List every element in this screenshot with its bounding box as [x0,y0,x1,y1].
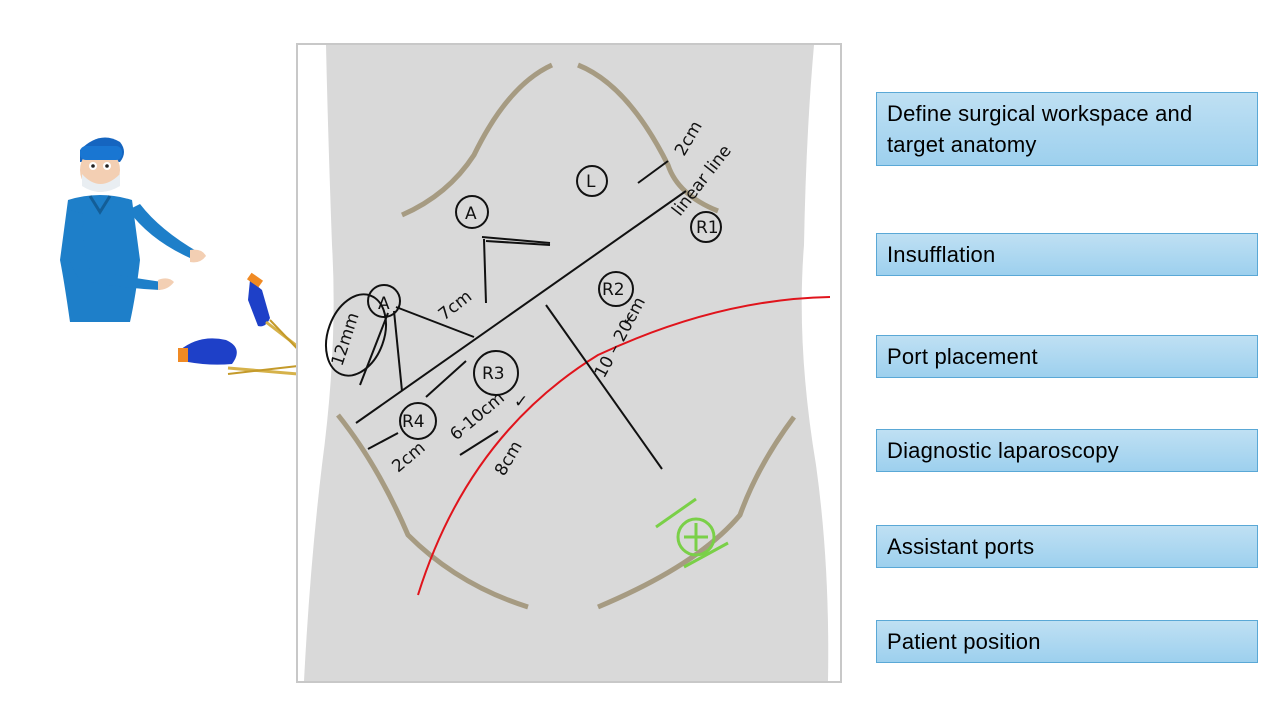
assistant-port-ellipse [325,293,387,377]
port-r3-label: R3 [482,364,505,384]
port-l-label: L [586,172,596,192]
incision-arc [417,296,831,596]
dist-2cm-bottom-arrow [367,432,399,450]
step-define-workspace: Define surgical workspace and target ana… [876,92,1258,166]
port-r4-label: R4 [402,412,425,432]
left-iliac-line [336,413,529,610]
port-r4-circle [399,402,437,440]
assistant-port-label: A [378,294,390,314]
right-iliac-line [597,415,797,610]
dist-r3-r4-arrow [425,360,467,398]
port-a-lines [485,240,551,246]
step-diagnostic-laparoscopy: Diagnostic laparoscopy [876,429,1258,472]
port-l-circle [576,165,608,197]
dist-10-20cm-line [545,304,663,470]
step-insufflation: Insufflation [876,233,1258,276]
surgical-scissors-icon [178,272,310,376]
port-r2-check: ✓ [622,310,636,330]
linear-line [355,190,687,424]
torso-silhouette [304,45,829,681]
abdomen-diagram: A L R1 R2 ✓ R3 ✓ R4 A 12mm linear line 2… [296,43,842,683]
abdomen-drawing: A L R1 R2 ✓ R3 ✓ R4 A 12mm linear line 2… [304,45,831,681]
assistant-port-circle [367,284,401,318]
port-r2-circle [598,271,634,307]
right-rib-arch [577,62,719,214]
port-r3-circle [473,350,519,396]
step-port-placement: Port placement [876,335,1258,378]
port-r1-circle [690,211,722,243]
port-a-circle [455,195,489,229]
port-r3-check: ✓ [514,392,528,412]
surgeon-icon [60,137,206,322]
dist-2cm-top-arrow [637,160,669,184]
port-r1-label: R1 [696,218,719,238]
target-cross-icon [655,497,729,569]
left-rib-arch [401,62,554,218]
port-a-label: A [465,204,477,224]
step-patient-position: Patient position [876,620,1258,663]
port-r2-label: R2 [602,280,625,300]
step-assistant-ports: Assistant ports [876,525,1258,568]
